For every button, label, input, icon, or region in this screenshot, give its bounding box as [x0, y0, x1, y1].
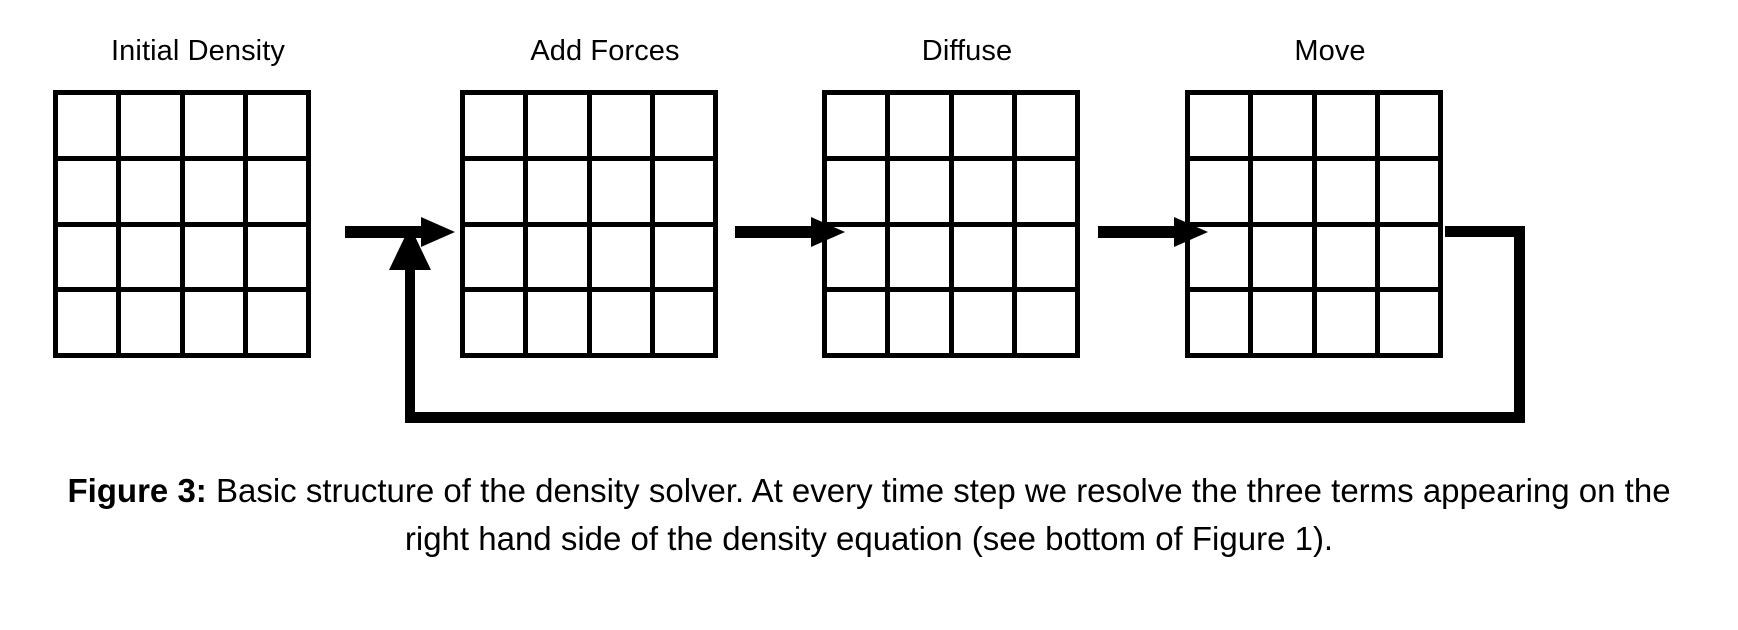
figure-caption: Figure 3: Basic structure of the density…: [40, 467, 1698, 563]
grid-cell: [1379, 95, 1438, 156]
grid-cell: [1016, 160, 1075, 222]
grid-cell: [121, 226, 180, 288]
grid-initial-density: [53, 90, 311, 358]
grid-cell: [1016, 292, 1075, 353]
grid-cell: [247, 95, 306, 156]
grid-cell: [121, 160, 180, 222]
grid-cell: [1253, 95, 1312, 156]
grid-cell: [654, 160, 713, 222]
grid-cell: [121, 292, 180, 353]
grid-cell: [58, 292, 117, 353]
grid-cell: [1379, 226, 1438, 288]
grid-cell: [591, 226, 650, 288]
grid-cell: [953, 160, 1012, 222]
grid-cell: [1253, 292, 1312, 353]
arrow-diffuse-to-move-icon: [1098, 212, 1208, 252]
grid-move: [1185, 90, 1443, 358]
stage-label-diffuse: Diffuse: [921, 35, 1013, 67]
grid-cell: [1190, 160, 1249, 222]
grid-cell: [528, 226, 587, 288]
grid-cell: [1016, 95, 1075, 156]
density-solver-diagram: Initial Density Add: [53, 0, 1535, 432]
grid-cell: [654, 226, 713, 288]
grid-cell: [827, 226, 886, 288]
feedback-loop-icon: [355, 222, 1535, 432]
grid-cell: [654, 95, 713, 156]
grid-cell: [1190, 95, 1249, 156]
stage-label-initial-density: Initial Density: [111, 35, 285, 67]
grid-cell: [58, 226, 117, 288]
grid-cell: [890, 160, 949, 222]
grid-cell: [247, 226, 306, 288]
stage-move: Move: [1185, 0, 1475, 370]
grid-cell: [953, 226, 1012, 288]
stage-label-move: Move: [1294, 35, 1366, 67]
grid-cell: [1316, 226, 1375, 288]
grid-cell: [1379, 292, 1438, 353]
grid-cell: [890, 226, 949, 288]
grid-cell: [1253, 226, 1312, 288]
grid-cell: [890, 292, 949, 353]
grid-cell: [465, 226, 524, 288]
stage-diffuse: Diffuse: [822, 0, 1112, 370]
grid-cell: [528, 95, 587, 156]
grid-cell: [247, 160, 306, 222]
grid-diffuse: [822, 90, 1080, 358]
grid-cell: [1190, 226, 1249, 288]
grid-cell: [465, 95, 524, 156]
grid-cell: [1316, 95, 1375, 156]
grid-cell: [184, 95, 243, 156]
grid-cell: [1016, 226, 1075, 288]
grid-cell: [953, 292, 1012, 353]
arrow-forces-to-diffuse-icon: [735, 212, 845, 252]
grid-cell: [1190, 292, 1249, 353]
grid-cell: [247, 292, 306, 353]
grid-cell: [827, 292, 886, 353]
grid-cell: [591, 160, 650, 222]
grid-cell: [654, 292, 713, 353]
grid-cell: [465, 292, 524, 353]
grid-cell: [58, 95, 117, 156]
stage-label-add-forces: Add Forces: [530, 35, 680, 67]
grid-cell: [1316, 160, 1375, 222]
grid-cell: [1253, 160, 1312, 222]
grid-cell: [890, 95, 949, 156]
grid-cell: [184, 160, 243, 222]
figure-caption-text: Basic structure of the density solver. A…: [206, 472, 1671, 557]
grid-cell: [1379, 160, 1438, 222]
grid-cell: [184, 226, 243, 288]
grid-cell: [121, 95, 180, 156]
figure-caption-label: Figure 3:: [67, 472, 207, 509]
grid-cell: [591, 95, 650, 156]
stage-initial-density: Initial Density: [53, 0, 343, 370]
grid-cell: [1316, 292, 1375, 353]
grid-cell: [591, 292, 650, 353]
grid-cell: [58, 160, 117, 222]
grid-cell: [827, 160, 886, 222]
stage-add-forces: Add Forces: [460, 0, 750, 370]
grid-cell: [184, 292, 243, 353]
grid-cell: [528, 292, 587, 353]
grid-cell: [528, 160, 587, 222]
grid-cell: [465, 160, 524, 222]
grid-cell: [953, 95, 1012, 156]
grid-cell: [827, 95, 886, 156]
grid-add-forces: [460, 90, 718, 358]
